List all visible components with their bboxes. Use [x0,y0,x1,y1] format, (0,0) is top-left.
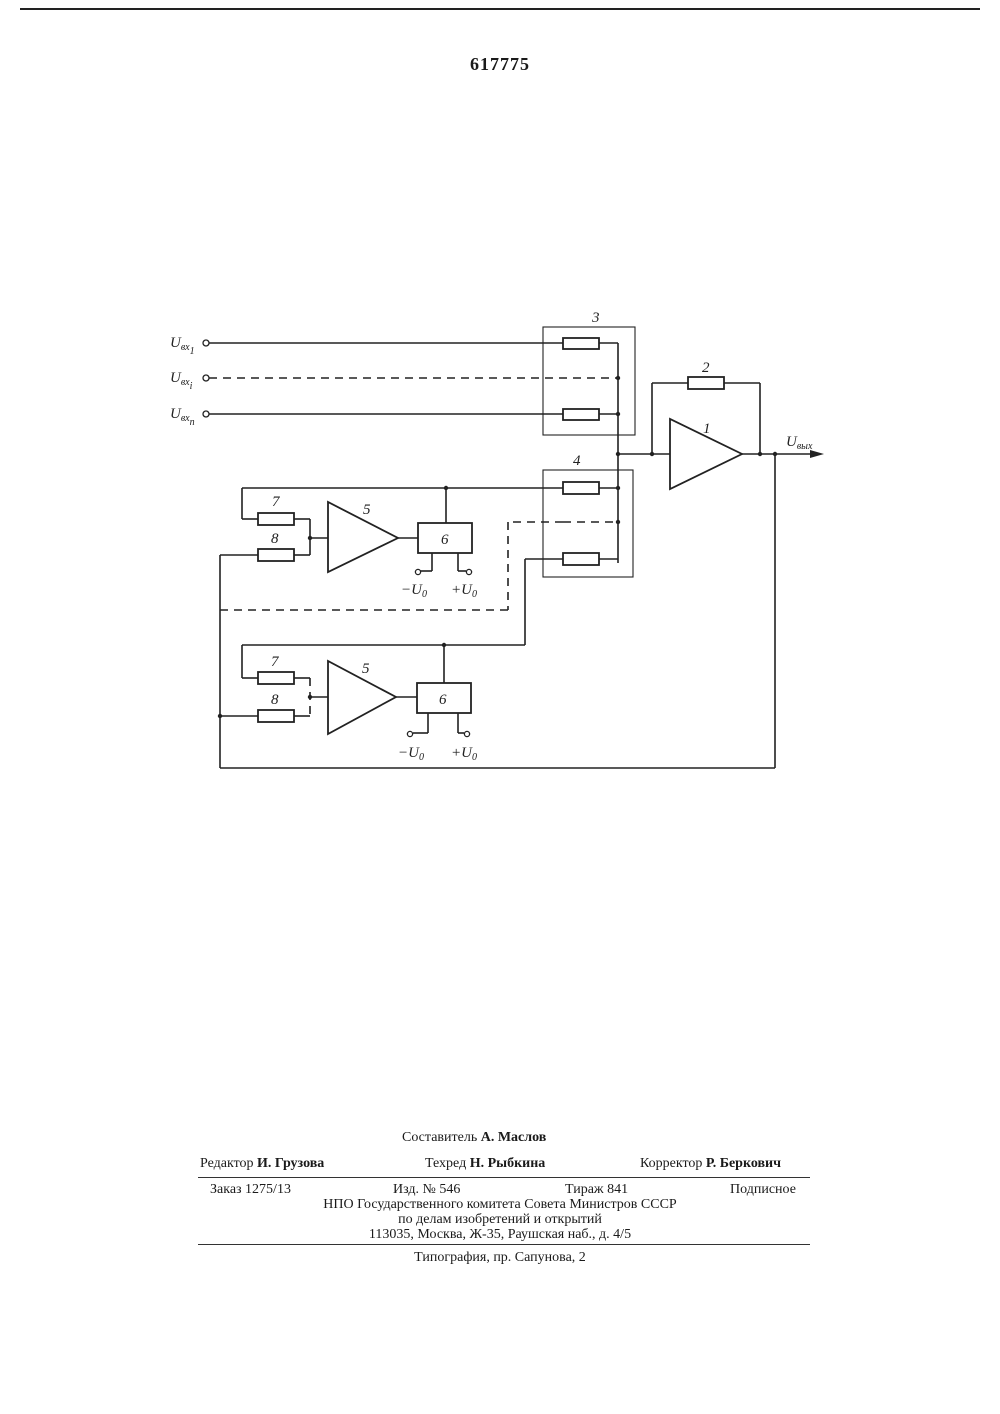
input-line-n [203,411,563,417]
input-terminal-i [203,375,209,381]
amp-1-label: 1 [703,421,711,437]
amp-5-lower-label: 5 [362,661,370,677]
print-run: Тираж 841 [565,1182,628,1198]
resistor-8-upper-label: 8 [271,531,279,547]
techred-label: Техред [425,1156,466,1171]
resistor-7-upper [258,513,294,525]
org-line-2: по делам изобретений и открытий [0,1212,1000,1228]
input-resistor-n [563,409,599,420]
edition-number: Изд. № 546 [393,1182,460,1198]
input-terminal-n [203,411,209,417]
colophon-rule-top [198,1177,810,1178]
subscription: Подписное [730,1182,796,1198]
resistor-8-upper [258,549,294,561]
resistor-7-lower [258,672,294,684]
org-address: 113035, Москва, Ж-35, Раушская наб., д. … [0,1227,1000,1243]
editor-line: Редактор И. Грузова [200,1156,324,1172]
printer-line: Типография, пр. Сапунова, 2 [0,1250,1000,1266]
block-4-label: 4 [573,453,581,469]
input-label-i: Uвхi [170,370,193,392]
input-terminal-1 [203,340,209,346]
input-label-n: Uвхn [170,406,195,428]
switch-6-lower-label: 6 [439,692,447,708]
correction-resistor-lower [563,553,599,565]
supply-neg-lower: −U0 [398,745,424,763]
input-label-1: Uвх1 [170,335,195,357]
techred-name: Н. Рыбкина [470,1156,546,1171]
org-line-1: НПО Государственного комитета Совета Мин… [0,1197,1000,1213]
resistor-7-lower-label: 7 [271,654,280,670]
techred-line: Техред Н. Рыбкина [425,1156,545,1172]
corrector-line: Корректор Р. Беркович [640,1156,781,1172]
resistor-8-lower [258,710,294,722]
switch-6-upper-label: 6 [441,532,449,548]
compiler-name: А. Маслов [481,1130,547,1145]
feedback-resistor-2 [688,377,724,389]
amp-5-upper-label: 5 [363,502,371,518]
resistor-7-upper-label: 7 [272,494,281,510]
supply-pos-upper: +U0 [451,582,477,600]
resistor-2-label: 2 [702,360,710,376]
correction-resistor-upper [563,482,599,494]
input-resistor-1 [563,338,599,349]
block-3-label: 3 [591,310,600,326]
supply-neg-upper: −U0 [401,582,427,600]
output-label: Uвых [786,434,813,452]
resistor-8-lower-label: 8 [271,692,279,708]
input-line-i [203,375,618,381]
supply-pos-lower: +U0 [451,745,477,763]
order-number: Заказ 1275/13 [210,1182,291,1198]
compiler-line: Составитель А. Маслов [402,1130,546,1146]
editor-label: Редактор [200,1156,254,1171]
input-line-1 [203,340,563,346]
corrector-label: Корректор [640,1156,702,1171]
corrector-name: Р. Беркович [706,1156,781,1171]
colophon-rule-bottom [198,1244,810,1245]
compiler-label: Составитель [402,1130,477,1145]
editor-name: И. Грузова [257,1156,324,1171]
